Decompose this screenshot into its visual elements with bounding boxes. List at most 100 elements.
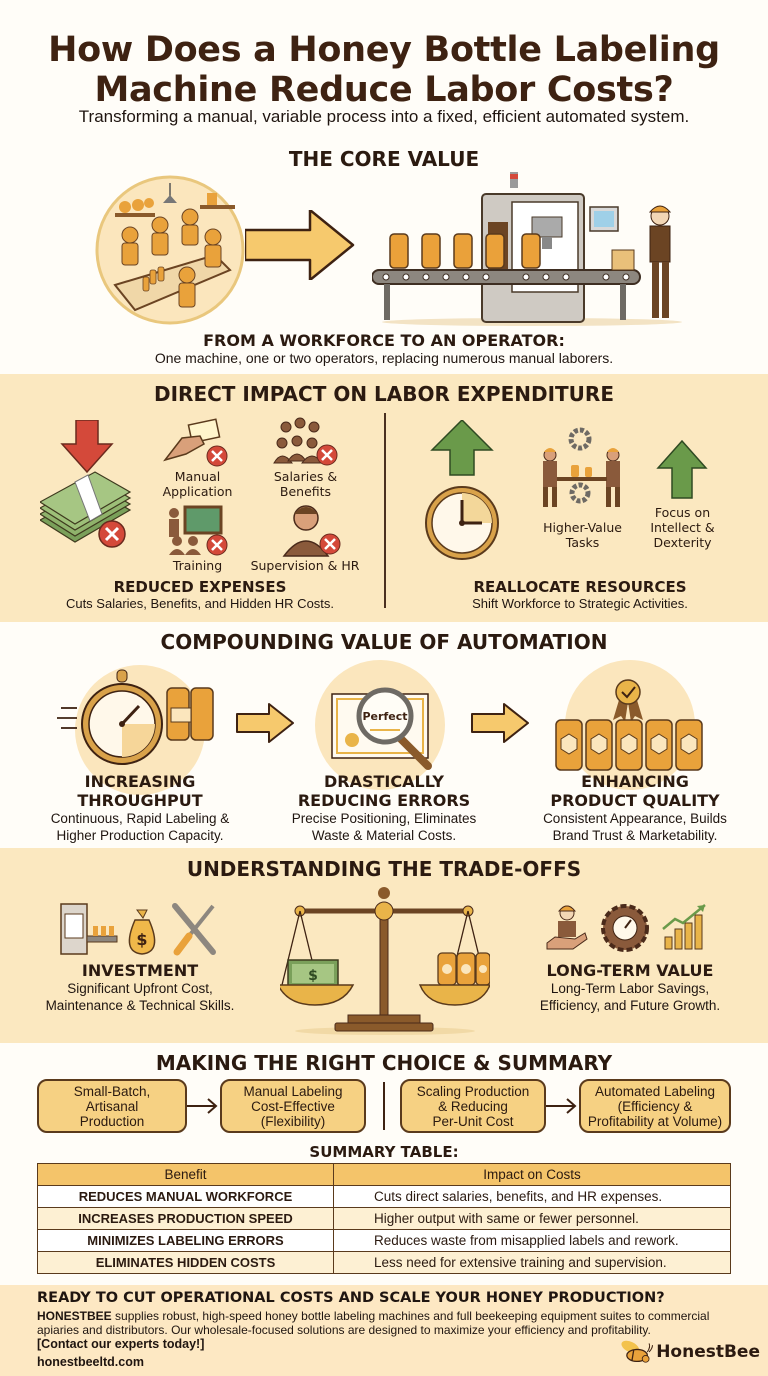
flow-divider [383,1082,385,1130]
title-line-1: How Does a Honey Bottle Labeling [48,30,720,70]
text-line: Long-Term Labor Savings, [550,981,710,996]
benefit-cell: INCREASES PRODUCTION SPEED [37,1207,334,1230]
errors-text: Precise Positioning, Eliminates Waste & … [260,810,508,844]
benefit-cell: REDUCES MANUAL WORKFORCE [37,1185,334,1208]
perfect-badge-text: Perfect [363,710,408,723]
impact-cell: Cuts direct salaries, benefits, and HR e… [333,1185,731,1208]
core-value-heading: THE CORE VALUE [288,147,480,171]
workers-gears-icon [535,425,630,515]
money-bag-icon: $ [128,909,156,955]
machine-icon [60,903,118,955]
quality-text: Consistent Appearance, Builds Brand Trus… [510,810,760,844]
transformation-arrow-icon [245,210,355,280]
text-line: Significant Upfront Cost, [67,981,213,996]
choice-heading: MAKING THE RIGHT CHOICE & SUMMARY [155,1051,613,1075]
impact-cell: Higher output with same or fewer personn… [333,1207,731,1230]
label-line: Tasks [565,535,600,550]
direct-impact-heading: DIRECT IMPACT ON LABOR EXPENDITURE [154,382,614,406]
title-line: ENHANCING [581,772,689,791]
honestbee-logo: HonestBee [620,1335,760,1369]
text-line: Waste & Material Costs. [311,828,457,843]
flow-arrow-icon [470,702,530,744]
title-line: PRODUCT QUALITY [550,791,720,810]
reallocate-resources-title: REALLOCATE RESOURCES [473,578,687,596]
reallocate-resources-text: Shift Workforce to Strategic Activities. [472,596,688,611]
investment-title: INVESTMENT [81,961,199,980]
label-line: Manual [174,469,221,484]
label-line: Salaries & [273,469,338,484]
table-row: MINIMIZES LABELING ERRORS Reduces waste … [37,1229,731,1252]
website-link[interactable]: honestbeeltd.com [37,1355,144,1369]
flow-line: Production [79,1113,145,1129]
title-line: THROUGHPUT [77,791,203,810]
flow-arrow-icon [235,702,295,744]
flow-arrow-icon [546,1097,578,1115]
summary-table: Benefit Impact on Costs REDUCES MANUAL W… [37,1163,731,1274]
impact-cell: Reduces waste from misapplied labels and… [333,1229,731,1252]
quality-title: ENHANCING PRODUCT QUALITY [520,772,750,810]
flow-line: & Reducing [438,1098,508,1114]
contact-link[interactable]: [Contact our experts today!] [37,1337,205,1351]
stopwatch-bottles-icon [55,668,225,768]
flow-line: Manual Labeling [243,1083,343,1099]
cta-body-line-1: HONESTBEE supplies robust, high-speed ho… [37,1309,737,1323]
title-line: DRASTICALLY [324,772,444,791]
dollar-sign: $ [308,968,318,984]
reduced-expenses-text: Cuts Salaries, Benefits, and Hidden HR C… [65,596,335,611]
cta-body: HONESTBEE supplies robust, high-speed ho… [37,1309,737,1337]
flow-line: (Flexibility) [260,1113,326,1129]
group-people-icon [272,417,342,469]
flow-step-scaling-production: Scaling Production & Reducing Per-Unit C… [400,1079,546,1133]
label-line: Focus on [654,505,711,520]
investment-text: Significant Upfront Cost, Maintenance & … [25,980,255,1014]
text-line: Brand Trust & Marketability. [552,828,718,843]
flow-line: Small-Batch, [73,1083,151,1099]
impact-cell: Less need for extensive training and sup… [333,1251,731,1274]
training-label: Training [172,558,223,573]
flow-line: (Efficiency & [617,1098,693,1114]
text-line: Maintenance & Technical Skills. [45,998,235,1013]
text-line: Efficiency, and Future Growth. [539,998,721,1013]
gear-gauge-icon [601,904,649,952]
throughput-title: INCREASING THROUGHPUT [35,772,245,810]
quality-bottles-award-icon [553,678,708,773]
focus-intellect-label: Focus on Intellect & Dexterity [635,505,730,550]
long-term-value-title: LONG-TERM VALUE [546,961,714,980]
text-line: Precise Positioning, Eliminates [291,811,477,826]
table-row: ELIMINATES HIDDEN COSTS Less need for ex… [37,1251,731,1274]
clock-up-arrow-icon [420,420,505,565]
page-subtitle: Transforming a manual, variable process … [78,107,690,126]
throughput-text: Continuous, Rapid Labeling & Higher Prod… [20,810,260,844]
section-divider [384,413,386,608]
core-value-caption-title: FROM A WORKFORCE TO AN OPERATOR: [203,331,565,350]
benefit-cell: MINIMIZES LABELING ERRORS [37,1229,334,1252]
benefit-cell: ELIMINATES HIDDEN COSTS [37,1251,334,1274]
text-line: Continuous, Rapid Labeling & [50,811,230,826]
table-header-row: Benefit Impact on Costs [37,1163,731,1186]
label-line: Benefits [279,484,332,499]
long-term-value-text: Long-Term Labor Savings, Efficiency, and… [510,980,750,1014]
salaries-benefits-label: Salaries & Benefits [258,469,353,499]
core-value-caption-text: One machine, one or two operators, repla… [154,350,614,366]
flow-line: Scaling Production [416,1083,530,1099]
body-text: supplies robust, high-speed honey bottle… [111,1309,710,1323]
money-stack-down-arrow-icon [40,420,135,560]
balance-scale-icon: $ [280,885,490,1035]
labeling-machine-illustration [372,172,692,327]
cta-heading: READY TO CUT OPERATIONAL COSTS AND SCALE… [37,1290,665,1306]
manual-application-label: Manual Application [150,469,245,499]
text-line: Consistent Appearance, Builds [543,811,727,826]
table-header-impact: Impact on Costs [333,1163,731,1186]
brand-name: HONESTBEE [37,1309,112,1323]
investment-icons: $ [55,900,225,958]
reduced-expenses-title: REDUCED EXPENSES [113,578,287,596]
higher-value-tasks-label: Higher-Value Tasks [525,520,640,550]
page-title: How Does a Honey Bottle Labeling Machine… [0,30,768,110]
table-row: REDUCES MANUAL WORKFORCE Cuts direct sal… [37,1185,731,1208]
cta-body-line-2: apiaries and distributors. Our wholesale… [37,1323,651,1337]
text-line: Higher Production Capacity. [56,828,224,843]
title-line-2: Machine Reduce Labor Costs? [94,70,674,110]
label-line: Higher-Value [543,520,622,535]
table-row: INCREASES PRODUCTION SPEED Higher output… [37,1207,731,1230]
compounding-heading: COMPOUNDING VALUE OF AUTOMATION [160,630,608,654]
